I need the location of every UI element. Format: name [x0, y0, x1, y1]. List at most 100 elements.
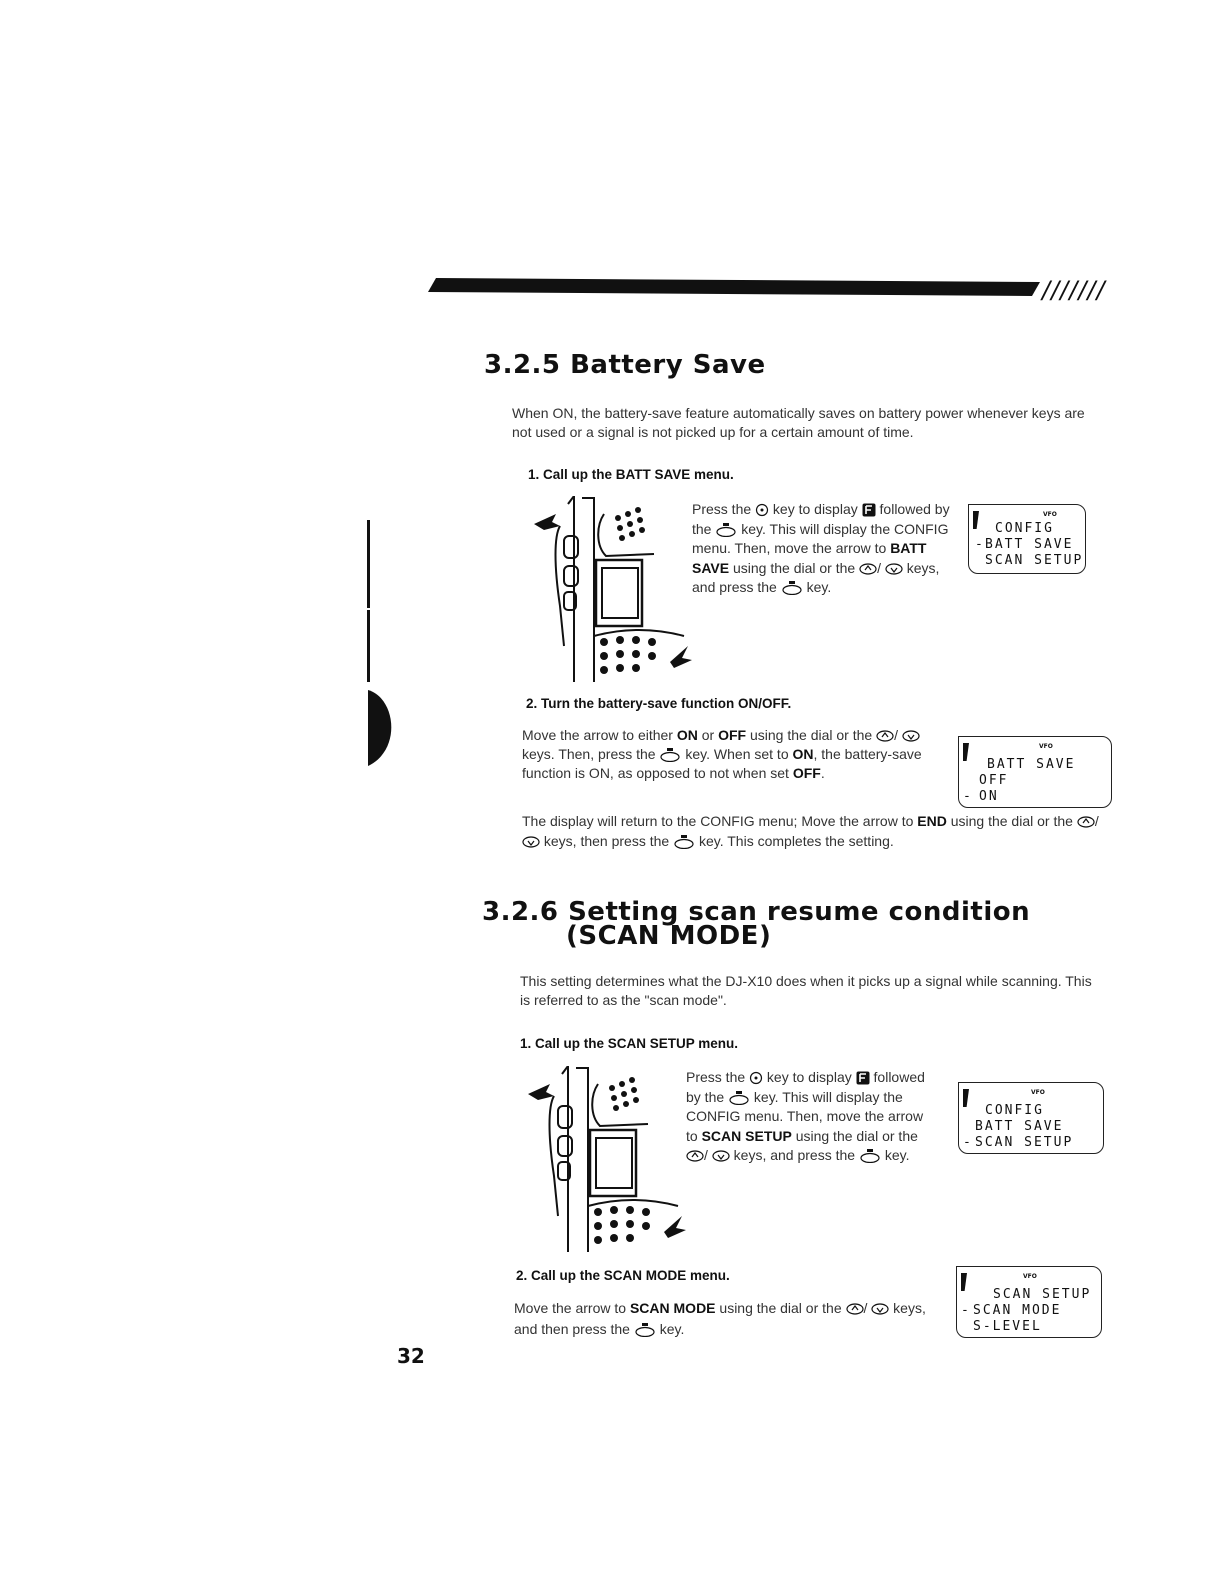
lcd-line: BATT SAVE	[975, 1119, 1064, 1134]
lcd-cursor-icon	[963, 1089, 969, 1107]
set-ent-key-icon	[660, 748, 681, 763]
step-instructions: Move the arrow to SCAN MODE using the di…	[514, 1300, 926, 1338]
set-ent-key-icon	[782, 581, 802, 596]
option-end: END	[917, 813, 947, 829]
f-display-icon	[856, 1071, 870, 1085]
lcd-arrow: -	[963, 1135, 973, 1150]
instruction-text: keys. Then, press the	[522, 746, 656, 762]
menu-target: BATT SAVE	[692, 540, 927, 576]
lcd-line: ON	[979, 789, 999, 804]
lcd-arrow: -	[961, 1303, 971, 1318]
menu-target: SCAN MODE	[629, 1300, 716, 1316]
lcd-line: SCAN SETUP	[975, 1135, 1074, 1150]
step-heading: 1. Call up the SCAN SETUP menu.	[520, 1036, 739, 1051]
instruction-text: Press the	[686, 1069, 746, 1085]
margin-bar	[367, 610, 370, 682]
step-instructions: Press the key to display followed by the…	[692, 501, 950, 596]
lcd-tag: VFO	[1043, 511, 1057, 518]
lcd-line: OFF	[979, 773, 1009, 788]
down-key-icon	[902, 730, 920, 742]
lcd-line: CONFIG	[985, 1103, 1044, 1118]
instruction-text: key. This will display the CONFIG menu. …	[692, 520, 949, 557]
lcd-line: S-LEVEL	[973, 1319, 1042, 1334]
instruction-text: Move the arrow to either	[522, 727, 673, 743]
down-key-icon	[871, 1303, 889, 1315]
instruction-text: keys, and then press the	[514, 1300, 926, 1337]
lcd-line: CONFIG	[995, 521, 1054, 536]
lcd-line: SCAN MODE	[973, 1303, 1062, 1318]
lcd-tag: VFO	[1031, 1089, 1045, 1096]
header-rule	[428, 278, 1040, 296]
instruction-text: key.	[659, 1321, 685, 1337]
instruction-text: using the dial or the	[950, 813, 1073, 829]
up-key-icon	[845, 1303, 864, 1315]
instruction-text: keys, and press the	[692, 559, 940, 596]
step-instructions: Press the key to display followed by the…	[686, 1069, 925, 1164]
instruction-text: Move the arrow to	[514, 1300, 627, 1316]
step-heading: 2. Call up the SCAN MODE menu.	[516, 1268, 730, 1283]
down-key-icon	[712, 1150, 730, 1162]
lcd-line: BATT SAVE	[985, 537, 1074, 552]
section-title-continued: (SCAN MODE)	[566, 921, 772, 951]
radio-illustration	[528, 1066, 686, 1252]
option-off: OFF	[792, 765, 821, 781]
lcd-line: BATT SAVE	[987, 757, 1076, 772]
instruction-text: using the dial or the	[795, 1127, 918, 1144]
instruction-text: using the dial or the	[732, 559, 856, 576]
down-key-icon	[885, 563, 903, 575]
set-ent-key-icon	[674, 834, 694, 849]
instruction-text: Press the	[692, 501, 752, 517]
option-on: ON	[676, 727, 698, 743]
section-title: 3.2.5 Battery Save	[484, 350, 766, 380]
lcd-line: SCAN SETUP	[993, 1287, 1092, 1302]
step-heading: 2. Turn the battery-save function ON/OFF…	[526, 696, 792, 711]
margin-tab-marker	[368, 690, 392, 766]
lcd-cursor-icon	[973, 511, 979, 529]
lcd-cursor-icon	[963, 743, 969, 761]
instruction-text: keys, and press the	[733, 1147, 856, 1163]
f-display-icon	[862, 503, 876, 517]
section-title: 3.2.6 Setting scan resume condition	[482, 897, 1031, 927]
instruction-text: .	[820, 765, 825, 781]
set-ent-key-icon	[860, 1149, 880, 1164]
up-key-icon	[876, 730, 894, 742]
section-intro: When ON, the battery-save feature automa…	[512, 405, 1085, 440]
step-instructions: Move the arrow to either ON or OFF using…	[522, 727, 922, 781]
lcd-tag: VFO	[1023, 1273, 1037, 1280]
lcd-display: VFO CONFIG BATT SAVE - SCAN SETUP	[958, 1082, 1104, 1154]
option-on: ON	[792, 746, 814, 762]
instruction-text: using the dial or the	[749, 727, 873, 743]
function-key-icon	[755, 504, 769, 517]
set-ent-key-icon	[729, 1090, 749, 1105]
lcd-display: VFO SCAN SETUP - SCAN MODE S-LEVEL	[956, 1266, 1102, 1338]
instruction-text: key.	[806, 579, 832, 595]
instruction-text: followed by the	[692, 501, 950, 537]
instruction-text: , the battery-save function is ON, as op…	[522, 746, 922, 781]
set-ent-key-icon	[635, 1323, 655, 1338]
lcd-arrow: -	[963, 789, 973, 804]
instruction-text: or	[701, 727, 715, 743]
lcd-display: VFO CONFIG - BATT SAVE SCAN SETUP	[968, 504, 1086, 574]
lcd-line: SCAN SETUP	[985, 553, 1084, 568]
function-key-icon	[749, 1072, 763, 1085]
instruction-text: keys, then press the	[543, 832, 670, 849]
instruction-text: The display will return to the CONFIG me…	[522, 813, 914, 829]
instruction-text: key. This will display the CONFIG menu. …	[686, 1088, 924, 1144]
margin-bar	[367, 520, 370, 608]
step-instructions: The display will return to the CONFIG me…	[522, 813, 1099, 849]
down-key-icon	[522, 836, 540, 848]
lcd-arrow: -	[975, 537, 985, 552]
section-intro: This setting determines what the DJ-X10 …	[520, 973, 1092, 1008]
lcd-tag: VFO	[1039, 743, 1053, 750]
instruction-text: key. This completes the setting.	[698, 832, 894, 849]
instruction-text: key to display	[766, 1069, 852, 1085]
header-slashes: ///////	[1042, 276, 1106, 304]
instruction-text: followed by the	[686, 1069, 925, 1105]
up-key-icon	[686, 1150, 704, 1162]
lcd-cursor-icon	[961, 1273, 967, 1291]
instruction-text: key. When set to	[685, 746, 789, 762]
instruction-text: key.	[884, 1147, 910, 1163]
instruction-text: key to display	[772, 501, 858, 517]
menu-target: SCAN SETUP	[701, 1127, 792, 1144]
up-key-icon	[1077, 816, 1095, 828]
